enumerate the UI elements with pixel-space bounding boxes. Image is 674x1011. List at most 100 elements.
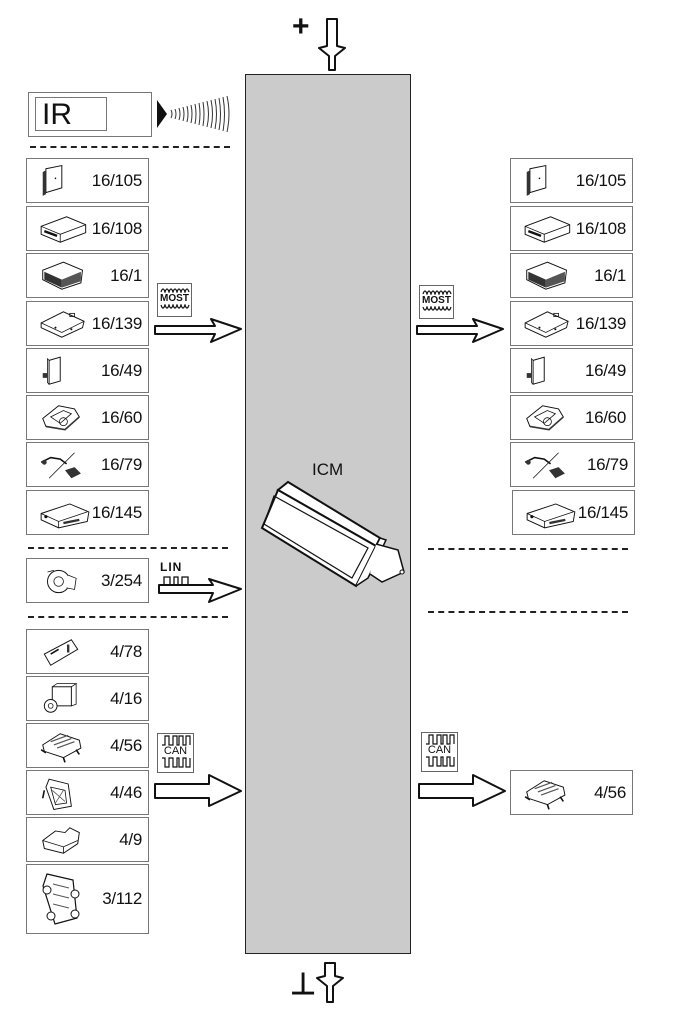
media-unit-icon bbox=[526, 503, 576, 529]
amplifier-icon bbox=[40, 311, 85, 338]
radio-unit-icon bbox=[526, 261, 568, 290]
module-plate-icon bbox=[42, 165, 63, 196]
separator-line bbox=[28, 547, 228, 549]
small-box-icon bbox=[42, 356, 61, 385]
left-can-module-4-56: 4/56 bbox=[26, 723, 149, 768]
left-most-module-16-1: 16/1 bbox=[26, 253, 149, 298]
module-plate-icon bbox=[526, 165, 547, 196]
most-bus-label: MOST bbox=[160, 293, 189, 304]
most-bus-arrow-right bbox=[416, 318, 504, 343]
ir-signal-waves-icon bbox=[157, 95, 230, 133]
flat-box-icon bbox=[524, 216, 571, 243]
right-most-module-16-49: 16/49 bbox=[510, 348, 633, 393]
left-can-module-3-112: 3/112 bbox=[26, 864, 149, 934]
flat-box-icon bbox=[40, 216, 87, 243]
module-id-label: 16/145 bbox=[91, 502, 143, 522]
module-id-label: 16/60 bbox=[100, 407, 142, 427]
most-bus-arrow-left bbox=[154, 318, 242, 343]
most-bus-icon-left: MOST bbox=[157, 283, 192, 317]
left-most-module-16-79: 16/79 bbox=[26, 442, 149, 487]
module-id-label: 16/49 bbox=[584, 360, 626, 380]
right-most-module-16-145: 16/145 bbox=[512, 490, 635, 535]
power-plus-symbol: + bbox=[292, 10, 310, 43]
lin-module-3-254: 3/254 bbox=[26, 558, 149, 603]
right-most-module-16-139: 16/139 bbox=[510, 301, 633, 346]
lin-bus-label: LIN bbox=[160, 560, 183, 574]
icm-display-icon bbox=[260, 480, 405, 588]
module-id-label: 16/1 bbox=[110, 265, 142, 285]
module-id-label: 16/1 bbox=[594, 265, 626, 285]
ecu-board-icon bbox=[41, 778, 72, 810]
most-bus-icon-right: MOST bbox=[419, 285, 454, 319]
ground-arrow-icon bbox=[316, 962, 344, 1003]
switch-panel-icon bbox=[42, 873, 80, 925]
ir-receiver-box: IR bbox=[28, 92, 152, 137]
right-most-module-16-60: 16/60 bbox=[510, 395, 633, 440]
left-most-module-16-108: 16/108 bbox=[26, 206, 149, 251]
can-bus-arrow-left bbox=[154, 774, 242, 807]
module-id-label: 3/112 bbox=[102, 889, 142, 908]
left-most-module-16-60: 16/60 bbox=[26, 395, 149, 440]
module-id-label: 16/105 bbox=[575, 170, 627, 190]
left-can-module-4-9: 4/9 bbox=[26, 817, 149, 862]
microphone-split-icon bbox=[524, 452, 565, 479]
left-can-module-4-46: 4/46 bbox=[26, 770, 149, 815]
control-panel-icon bbox=[43, 639, 79, 666]
media-unit-icon bbox=[40, 503, 90, 529]
module-id-label: 3/254 bbox=[100, 570, 142, 590]
right-most-module-16-1: 16/1 bbox=[510, 253, 633, 298]
separator-line bbox=[30, 146, 230, 148]
module-id-label: 16/108 bbox=[575, 218, 627, 238]
radio-unit-icon bbox=[42, 261, 84, 290]
right-most-module-16-105: 16/105 bbox=[510, 158, 633, 203]
lin-bus-arrow bbox=[158, 578, 242, 603]
power-input-arrow-icon bbox=[318, 18, 346, 71]
icm-label: ICM bbox=[312, 460, 344, 479]
small-box-icon bbox=[526, 356, 545, 385]
module-id-label: 16/145 bbox=[577, 502, 629, 522]
right-can-module-4-56: 4/56 bbox=[510, 770, 633, 815]
microphone-split-icon bbox=[40, 452, 81, 479]
left-most-module-16-105: 16/105 bbox=[26, 158, 149, 203]
right-most-module-16-108: 16/108 bbox=[510, 206, 633, 251]
module-id-label: 16/139 bbox=[575, 313, 627, 333]
left-can-module-4-78: 4/78 bbox=[26, 629, 149, 674]
can-bus-icon-right: CAN bbox=[421, 732, 458, 772]
left-most-module-16-139: 16/139 bbox=[26, 301, 149, 346]
module-id-label: 16/139 bbox=[91, 313, 143, 333]
right-most-module-16-79: 16/79 bbox=[510, 442, 635, 487]
module-id-label: 16/60 bbox=[584, 407, 626, 427]
camera-module-icon bbox=[43, 682, 78, 713]
can-bus-arrow-right bbox=[418, 774, 506, 807]
module-id-label: 4/56 bbox=[594, 782, 626, 802]
module-id-label: 16/105 bbox=[91, 170, 143, 190]
separator-line bbox=[428, 611, 628, 613]
module-id-label: 4/16 bbox=[110, 688, 142, 708]
ir-label: IR bbox=[35, 97, 107, 131]
module-id-label: 4/56 bbox=[110, 735, 142, 755]
left-can-module-4-16: 4/16 bbox=[26, 676, 149, 721]
tuner-icon bbox=[526, 405, 564, 431]
central-electronic-module-icon bbox=[524, 780, 566, 810]
airbag-module-icon bbox=[42, 827, 80, 854]
tuner-icon bbox=[42, 405, 80, 431]
can-bus-icon-left: CAN bbox=[157, 733, 194, 773]
amplifier-icon bbox=[524, 311, 569, 338]
module-id-label: 16/108 bbox=[91, 218, 143, 238]
left-most-module-16-49: 16/49 bbox=[26, 348, 149, 393]
central-electronic-module-icon bbox=[40, 733, 82, 763]
can-bus-label: CAN bbox=[163, 745, 188, 757]
module-id-label: 16/49 bbox=[100, 360, 142, 380]
lin-bus-icon: LIN bbox=[160, 560, 200, 592]
module-id-label: 4/9 bbox=[119, 829, 142, 849]
module-id-label: 4/78 bbox=[110, 641, 142, 661]
module-id-label: 16/79 bbox=[100, 454, 142, 474]
steering-switch-icon bbox=[47, 569, 77, 594]
module-id-label: 16/79 bbox=[586, 454, 628, 474]
can-bus-label: CAN bbox=[427, 744, 452, 756]
module-id-label: 4/46 bbox=[110, 782, 142, 802]
ground-symbol: ⊥ bbox=[290, 968, 317, 1001]
separator-line bbox=[428, 548, 628, 550]
separator-line bbox=[28, 616, 228, 618]
left-most-module-16-145: 16/145 bbox=[26, 490, 149, 535]
